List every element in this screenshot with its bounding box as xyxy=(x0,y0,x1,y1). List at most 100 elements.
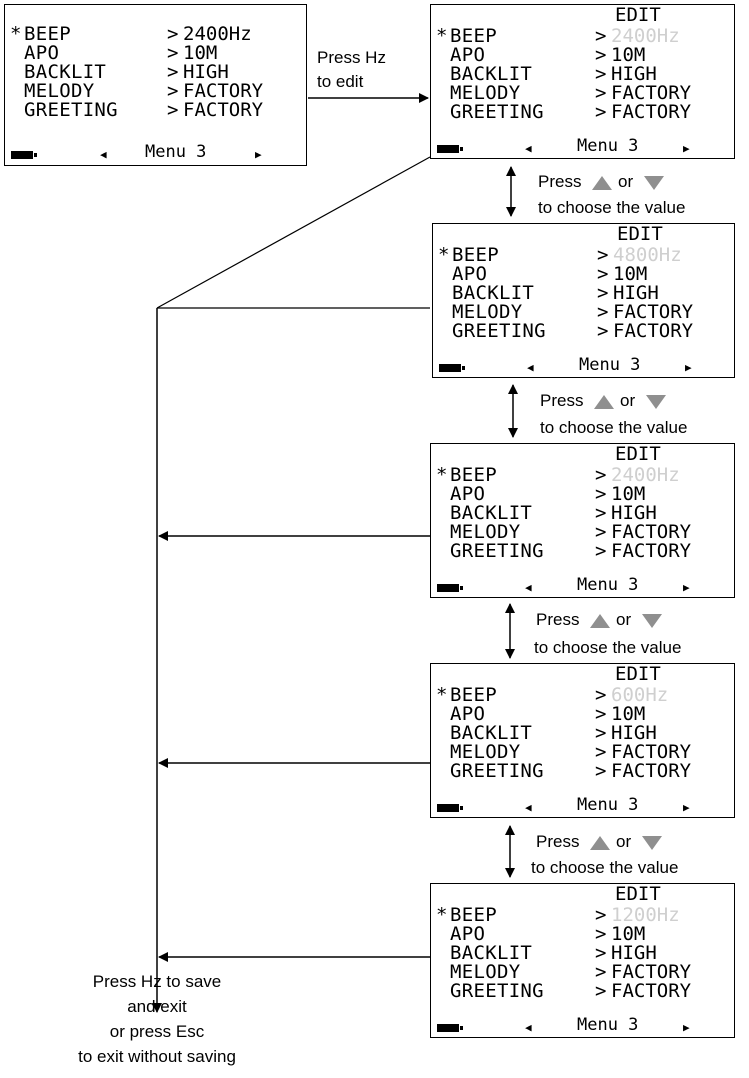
greeting-value: FACTORY xyxy=(611,540,692,562)
down-triangle-icon xyxy=(642,836,662,850)
down-triangle-icon xyxy=(644,176,664,190)
menu-page-label: Menu 3 xyxy=(577,795,639,815)
sep: > xyxy=(167,23,179,45)
battery-icon xyxy=(437,145,463,153)
sep: > xyxy=(167,61,179,83)
sep: > xyxy=(167,99,179,121)
sep: > xyxy=(595,63,607,85)
greeting-value: FACTORY xyxy=(611,980,692,1002)
caption-press: Press xyxy=(540,391,584,410)
menu-label-greeting: GREETING xyxy=(24,99,118,121)
diagonal-connector xyxy=(156,156,431,309)
sep: > xyxy=(595,923,607,945)
menu-label-apo: APO xyxy=(450,923,486,945)
menu-label-melody: MELODY xyxy=(450,82,521,104)
beep-edit-value: 4800Hz xyxy=(613,244,682,266)
beep-edit-value: 2400Hz xyxy=(611,25,680,47)
sep: > xyxy=(595,760,607,782)
caption-or: or xyxy=(620,391,636,410)
left-arrow-icon: ◀ xyxy=(525,1021,532,1034)
sep: > xyxy=(597,263,609,285)
melody-value: FACTORY xyxy=(183,80,264,102)
sep: > xyxy=(597,301,609,323)
sep: > xyxy=(597,244,609,266)
greeting-value: FACTORY xyxy=(183,99,264,121)
lcd-screen-edit-1: EDIT * BEEP APO BACKLIT MELODY GREETING … xyxy=(430,4,735,159)
selector-star: * xyxy=(436,25,448,47)
caption-or: or xyxy=(616,610,632,629)
caption-or: or xyxy=(616,832,632,851)
caption-press: Press xyxy=(536,610,580,629)
lcd-screen-edit-5: EDIT * BEEP APO BACKLIT MELODY GREETING … xyxy=(430,883,735,1038)
sep: > xyxy=(595,25,607,47)
menu-label-greeting: GREETING xyxy=(450,980,544,1002)
up-triangle-icon xyxy=(592,176,612,190)
sep: > xyxy=(595,502,607,524)
sep: > xyxy=(595,684,607,706)
menu-label-greeting: GREETING xyxy=(450,540,544,562)
menu-label-backlit: BACKLIT xyxy=(450,63,533,85)
sep: > xyxy=(595,722,607,744)
sep: > xyxy=(595,942,607,964)
menu-label-beep: BEEP xyxy=(24,23,71,45)
left-arrow-icon: ◀ xyxy=(525,142,532,155)
apo-value: 10M xyxy=(611,483,646,505)
lcd-screen-edit-4: EDIT * BEEP APO BACKLIT MELODY GREETING … xyxy=(430,663,735,818)
down-triangle-icon xyxy=(646,395,666,409)
caption-choose-value: to choose the value xyxy=(538,198,686,217)
menu-label-beep: BEEP xyxy=(452,244,499,266)
edit-label: EDIT xyxy=(617,223,663,245)
beep-edit-value: 600Hz xyxy=(611,684,669,706)
sep: > xyxy=(595,703,607,725)
backlit-value: HIGH xyxy=(183,61,229,83)
apo-value: 10M xyxy=(613,263,648,285)
battery-icon xyxy=(11,151,37,159)
menu-label-backlit: BACKLIT xyxy=(450,942,533,964)
menu-label-apo: APO xyxy=(24,42,60,64)
menu-label-greeting: GREETING xyxy=(450,101,544,123)
menu-label-melody: MELODY xyxy=(450,741,521,763)
beep-value: 2400Hz xyxy=(183,23,252,45)
left-arrow-icon: ◀ xyxy=(525,801,532,814)
menu-label-apo: APO xyxy=(450,703,486,725)
sep: > xyxy=(595,961,607,983)
sep: > xyxy=(595,101,607,123)
menu-page-label: Menu 3 xyxy=(577,575,639,595)
selector-star: * xyxy=(436,904,448,926)
melody-value: FACTORY xyxy=(611,82,692,104)
menu-label-backlit: BACKLIT xyxy=(452,282,535,304)
sep: > xyxy=(595,483,607,505)
battery-icon xyxy=(439,364,465,372)
sep: > xyxy=(597,320,609,342)
caption-choose-value: to choose the value xyxy=(534,638,682,657)
caption-press: Press xyxy=(536,832,580,851)
selector-star: * xyxy=(436,684,448,706)
right-arrow-icon: ▶ xyxy=(683,581,690,594)
battery-icon xyxy=(437,1024,463,1032)
menu-label-apo: APO xyxy=(452,263,488,285)
menu-label-beep: BEEP xyxy=(450,904,497,926)
up-triangle-icon xyxy=(594,395,614,409)
up-triangle-icon xyxy=(590,836,610,850)
lcd-screen-edit-3: EDIT * BEEP APO BACKLIT MELODY GREETING … xyxy=(430,443,735,598)
caption-press-hz-edit: Press Hz to edit xyxy=(317,48,386,91)
menu-page-label: Menu 3 xyxy=(579,355,641,375)
menu-label-greeting: GREETING xyxy=(450,760,544,782)
right-arrow-icon: ▶ xyxy=(255,148,262,161)
lcd-screen-edit-2: EDIT * BEEP APO BACKLIT MELODY GREETING … xyxy=(432,223,735,378)
right-arrow-icon: ▶ xyxy=(683,142,690,155)
battery-icon xyxy=(437,584,463,592)
sep: > xyxy=(595,904,607,926)
selector-star: * xyxy=(10,23,22,45)
selector-star: * xyxy=(436,464,448,486)
menu-label-backlit: BACKLIT xyxy=(450,722,533,744)
sep: > xyxy=(595,464,607,486)
menu-label-beep: BEEP xyxy=(450,25,497,47)
left-arrow-icon: ◀ xyxy=(525,581,532,594)
sep: > xyxy=(595,980,607,1002)
apo-value: 10M xyxy=(611,44,646,66)
menu-label-backlit: BACKLIT xyxy=(450,502,533,524)
up-triangle-icon xyxy=(590,614,610,628)
left-arrow-icon: ◀ xyxy=(100,148,107,161)
backlit-value: HIGH xyxy=(613,282,659,304)
